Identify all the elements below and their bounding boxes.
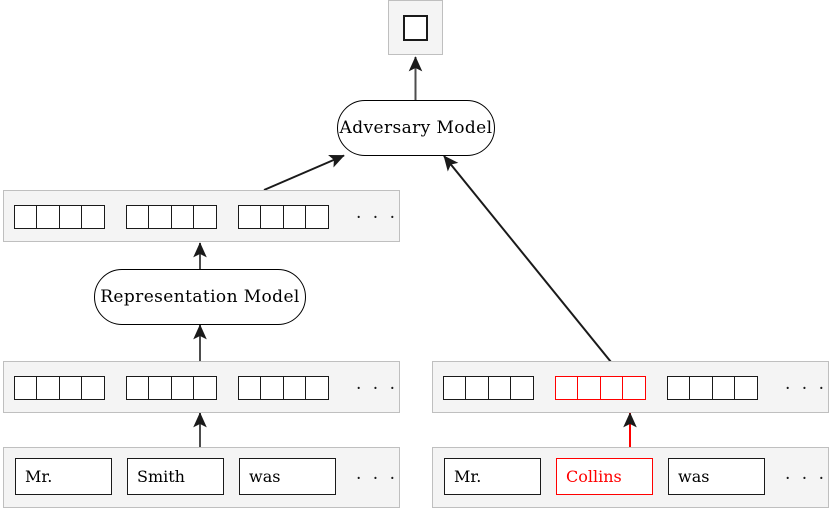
vector-cell bbox=[170, 205, 195, 229]
left-embedding-row-ellipsis: · · · bbox=[356, 379, 399, 399]
representation-vector-1 bbox=[126, 205, 218, 229]
output-square bbox=[403, 14, 428, 41]
vector-cell bbox=[667, 376, 691, 400]
vector-cell bbox=[555, 376, 579, 400]
right-token-embedding-0 bbox=[443, 376, 535, 400]
left-token-row-ellipsis: · · · bbox=[356, 469, 399, 489]
arrow-perturbed-to-adversary bbox=[443, 155, 612, 363]
token-label: Mr. bbox=[25, 467, 53, 486]
vector-cell bbox=[238, 205, 262, 229]
vector-cell bbox=[238, 376, 262, 400]
vector-cell bbox=[465, 376, 490, 400]
vector-cell bbox=[193, 205, 218, 229]
left-embedding-row: · · · bbox=[3, 361, 400, 413]
right-token-row-ellipsis: · · · bbox=[785, 469, 828, 489]
token-box-smith[interactable]: Smith bbox=[127, 458, 224, 495]
vector-cell bbox=[81, 205, 106, 229]
adversary-model-node[interactable]: Adversary Model bbox=[337, 100, 495, 156]
representation-row-ellipsis: · · · bbox=[356, 208, 399, 228]
vector-cell bbox=[81, 376, 106, 400]
left-token-embedding-0 bbox=[14, 376, 106, 400]
vector-cell bbox=[58, 376, 83, 400]
token-label: Collins bbox=[566, 467, 622, 486]
vector-cell bbox=[260, 376, 285, 400]
vector-cell bbox=[126, 205, 150, 229]
token-label: Mr. bbox=[454, 467, 482, 486]
vector-cell bbox=[487, 376, 512, 400]
vector-cell bbox=[36, 205, 61, 229]
vector-cell bbox=[14, 376, 38, 400]
vector-cell bbox=[193, 376, 218, 400]
left-token-embedding-1 bbox=[126, 376, 218, 400]
right-token-row: Mr. Collins was · · · bbox=[432, 447, 829, 508]
vector-cell bbox=[36, 376, 61, 400]
arrow-representations-to-adversary bbox=[263, 154, 345, 191]
vector-cell bbox=[282, 376, 307, 400]
token-label: was bbox=[249, 467, 281, 486]
vector-cell bbox=[148, 376, 173, 400]
vector-cell bbox=[282, 205, 307, 229]
vector-cell bbox=[148, 205, 173, 229]
vector-cell bbox=[510, 376, 535, 400]
vector-cell bbox=[599, 376, 624, 400]
vector-cell bbox=[443, 376, 467, 400]
vector-cell bbox=[126, 376, 150, 400]
token-label: Smith bbox=[137, 467, 185, 486]
vector-cell bbox=[711, 376, 736, 400]
representation-model-node[interactable]: Representation Model bbox=[94, 269, 306, 325]
vector-cell bbox=[577, 376, 602, 400]
vector-cell bbox=[260, 205, 285, 229]
adversary-model-label: Adversary Model bbox=[339, 118, 493, 138]
output-square-container bbox=[388, 0, 443, 55]
left-token-row: Mr. Smith was · · · bbox=[3, 447, 400, 508]
vector-cell bbox=[622, 376, 647, 400]
right-embedding-row-ellipsis: · · · bbox=[785, 379, 828, 399]
vector-cell bbox=[58, 205, 83, 229]
vector-cell bbox=[305, 376, 330, 400]
token-box-collins[interactable]: Collins bbox=[556, 458, 653, 495]
left-token-embedding-2 bbox=[238, 376, 330, 400]
representation-row: · · · bbox=[3, 190, 400, 242]
vector-cell bbox=[734, 376, 759, 400]
representation-model-label: Representation Model bbox=[100, 287, 300, 307]
right-token-embedding-1-highlighted bbox=[555, 376, 647, 400]
token-box-was[interactable]: was bbox=[239, 458, 336, 495]
token-box-was-right[interactable]: was bbox=[668, 458, 765, 495]
token-box-mr-right[interactable]: Mr. bbox=[444, 458, 541, 495]
vector-cell bbox=[305, 205, 330, 229]
vector-cell bbox=[170, 376, 195, 400]
representation-vector-2 bbox=[238, 205, 330, 229]
right-embedding-row: · · · bbox=[432, 361, 829, 413]
token-label: was bbox=[678, 467, 710, 486]
token-box-mr[interactable]: Mr. bbox=[15, 458, 112, 495]
vector-cell bbox=[689, 376, 714, 400]
representation-vector-0 bbox=[14, 205, 106, 229]
right-token-embedding-2 bbox=[667, 376, 759, 400]
vector-cell bbox=[14, 205, 38, 229]
